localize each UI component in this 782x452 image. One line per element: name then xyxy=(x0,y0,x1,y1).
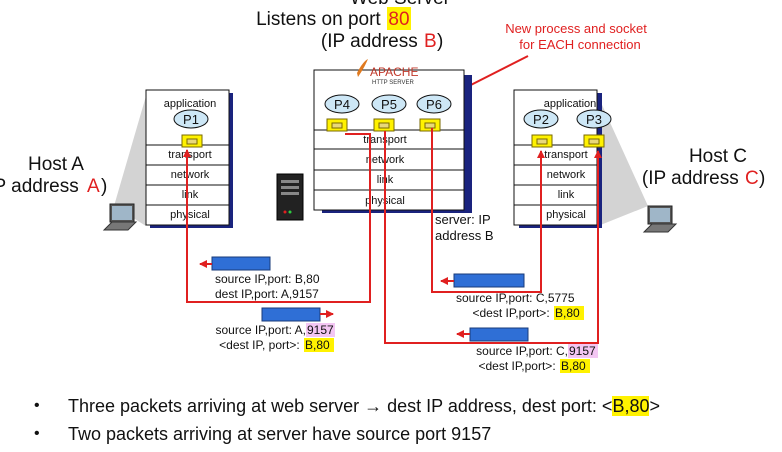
apache-logo-sub: HTTP SERVER xyxy=(372,80,414,86)
path-c5775-to-p6 xyxy=(431,128,545,293)
packet-block-3 xyxy=(453,273,525,288)
process-p4 xyxy=(324,94,360,114)
process-p2 xyxy=(523,109,559,129)
host-c-layer-physical: physical xyxy=(546,209,586,221)
packet-2-line2-hl: B,80 xyxy=(305,338,330,352)
port-highlight xyxy=(387,7,411,30)
right-arrow-icon: → xyxy=(364,395,383,416)
bullet-dot-icon: • xyxy=(34,397,40,414)
packet-4-dest-highlight xyxy=(560,359,590,373)
host-a-layer-physical: physical xyxy=(170,209,210,221)
server-title-line1: Web Server xyxy=(350,0,451,9)
apache-logo-text: APACHE xyxy=(370,65,418,79)
server-title-line3: (IP address xyxy=(321,31,423,52)
packet-1-line2: dest IP,port: A,9157 xyxy=(215,287,319,301)
host-a-ip: A xyxy=(87,176,100,197)
packet-block-1 xyxy=(211,256,271,271)
packet-3-dest-highlight xyxy=(554,306,584,320)
process-p2-label: P2 xyxy=(533,112,549,127)
packet-4-line2-prefix: <dest IP,port>: xyxy=(478,359,559,373)
process-p6 xyxy=(416,94,452,114)
bullet-item-1: • Three packets arriving at web server →… xyxy=(34,392,774,420)
host-c-ip: C xyxy=(745,168,759,189)
bullet-2-text: Two packets arriving at server have sour… xyxy=(68,423,492,444)
annotation-line2: for EACH connection xyxy=(519,37,640,52)
bullet-item-2: • Two packets arriving at server have so… xyxy=(34,420,774,448)
packet-block-2 xyxy=(261,307,321,322)
bullet-dot-icon: • xyxy=(34,425,40,442)
process-p1-label: P1 xyxy=(183,112,199,127)
path-a-to-p4 xyxy=(183,133,371,303)
packet-4-line2-hl: B,80 xyxy=(561,359,586,373)
server-note-line1: server: IP xyxy=(435,212,491,227)
bullet-list: • Three packets arriving at web server →… xyxy=(34,392,774,448)
server-title-line2: Listens on port xyxy=(256,9,386,30)
server-ip: B xyxy=(424,31,437,52)
packet-4-line1-port: 9157 xyxy=(569,344,596,358)
host-a-layer-application: application xyxy=(164,98,217,110)
packet-paths xyxy=(183,128,602,344)
process-p3 xyxy=(576,109,612,129)
process-p6-label: P6 xyxy=(426,97,442,112)
packet-4-line1-prefix: source IP,port: C, xyxy=(476,344,568,358)
packet-1-line1: source IP,port: B,80 xyxy=(215,272,320,286)
bullet-1-suffix: > xyxy=(649,395,660,416)
path-c9157-to-p5 xyxy=(384,131,602,344)
packet-labels: source IP,port: B,80 dest IP,port: A,915… xyxy=(215,272,598,373)
host-a-ip-suffix: ) xyxy=(101,176,107,197)
host-a-layer-network: network xyxy=(171,169,210,181)
host-c-name: Host C xyxy=(689,146,747,167)
process-p5 xyxy=(371,94,407,114)
host-a-label: Host A IP address A ) xyxy=(0,154,107,197)
host-a-layer-transport: transport xyxy=(168,149,211,161)
host-a-ip-prefix: IP address xyxy=(0,176,84,197)
server-title-paren: ) xyxy=(437,31,443,52)
host-c-layer-network: network xyxy=(547,169,586,181)
bullet-1-text: Three packets arriving at web server → d… xyxy=(68,395,660,417)
packet-2-port-highlight xyxy=(306,323,335,337)
annotation-line1: New process and socket xyxy=(505,21,647,36)
packet-3-line1: source IP,port: C,5775 xyxy=(456,291,575,305)
host-c-ip-suffix: ) xyxy=(759,168,765,189)
process-p3-label: P3 xyxy=(586,112,602,127)
process-p4-label: P4 xyxy=(334,97,350,112)
host-a-layer-link: link xyxy=(182,189,199,201)
packet-2-line2-prefix: <dest IP, port>: xyxy=(219,338,303,352)
server-tower-icon xyxy=(276,173,304,221)
host-c-layer-link: link xyxy=(558,189,575,201)
packet-3-line2-prefix: <dest IP,port>: xyxy=(472,306,553,320)
host-c-ip-prefix: (IP address xyxy=(642,168,744,189)
server-stack: APACHE HTTP SERVER P4 P5 P6 transport ne… xyxy=(313,59,472,213)
packet-3-line2-hl: B,80 xyxy=(555,306,580,320)
server-title: Web Server Listens on port 80 (IP addres… xyxy=(256,0,451,52)
server-note-line2: address B xyxy=(435,228,494,243)
bullet-1-prefix: Three packets arriving at web server xyxy=(68,395,365,416)
packet-block-4 xyxy=(469,327,529,342)
host-a-stack: application P1 transport network link ph… xyxy=(114,89,233,228)
bullet-1-mid: dest IP address, dest port: < xyxy=(382,395,613,416)
packet-2-line1-prefix: source IP,port: A, xyxy=(216,323,307,337)
host-c-shadow xyxy=(598,96,648,226)
server-frame xyxy=(313,69,465,211)
laptop-icon-a xyxy=(102,203,138,231)
host-c-label: Host C (IP address C ) xyxy=(642,146,765,189)
host-a-name: Host A xyxy=(28,154,84,175)
host-a-shadow xyxy=(114,96,146,226)
packet-4-port-highlight xyxy=(568,344,598,358)
host-c-layer-transport: transport xyxy=(544,149,587,161)
server-port: 80 xyxy=(388,9,409,30)
apache-feather-icon xyxy=(357,59,368,77)
process-p5-label: P5 xyxy=(381,97,397,112)
host-c-stack: application P2 P3 transport network link… xyxy=(513,89,648,228)
packet-2-dest-highlight xyxy=(304,338,334,352)
process-p1 xyxy=(173,109,209,129)
laptop-icon-c xyxy=(642,205,678,233)
packet-2-line1-port: 9157 xyxy=(307,323,334,337)
bullet-1-highlight: B,80 xyxy=(612,395,650,416)
host-c-layer-application: application xyxy=(544,98,597,110)
